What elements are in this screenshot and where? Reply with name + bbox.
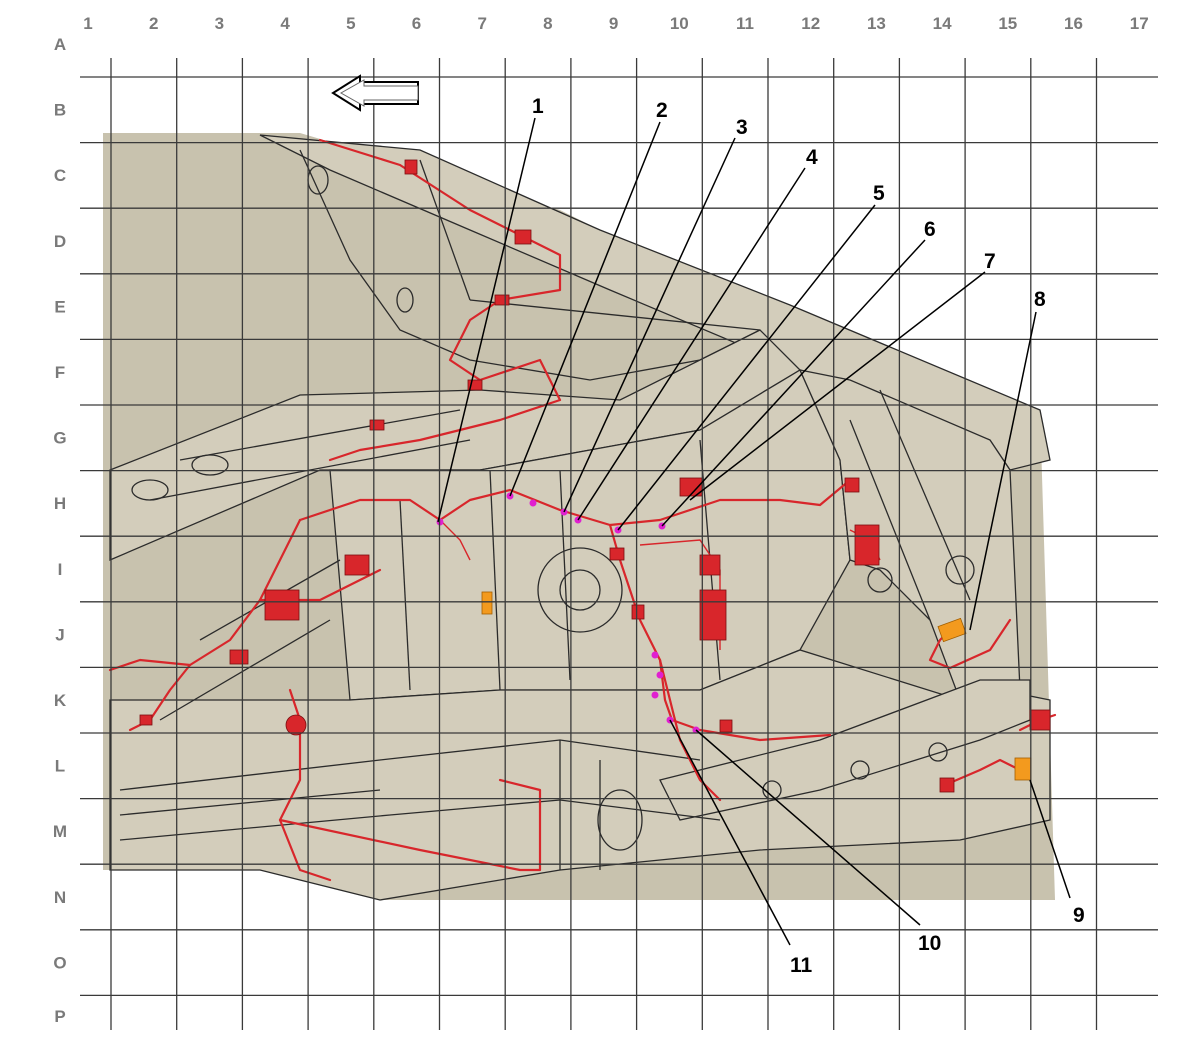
grid-column-label: 15 [998, 14, 1017, 33]
callout-7: 7 [984, 250, 996, 273]
grid-row-label: O [53, 953, 66, 972]
grid-column-label: 3 [215, 14, 224, 33]
grid-row-label: M [53, 822, 67, 841]
highlighted-components [481, 591, 1032, 781]
grid-column-label: 16 [1064, 14, 1083, 33]
callout-1: 1 [532, 95, 544, 118]
callout-4: 4 [806, 146, 818, 169]
callout-9: 9 [1073, 904, 1085, 927]
reference-grid [80, 58, 1158, 1030]
grid-row-label: E [54, 297, 65, 316]
grid-row-label: B [54, 101, 66, 120]
grid-row-label: P [54, 1007, 65, 1026]
grid-row-label: D [54, 232, 66, 251]
grid-row-label: J [55, 625, 64, 644]
callout-8: 8 [1034, 288, 1046, 311]
vehicle-rear-body [109, 134, 1051, 901]
callout-10: 10 [918, 932, 941, 955]
grid-row-label: C [54, 166, 66, 185]
grid-column-label: 12 [801, 14, 820, 33]
connectors [139, 159, 1051, 793]
grid-column-label: 11 [736, 14, 754, 33]
callout-leaders [437, 117, 1071, 946]
grid-row-label: K [54, 691, 67, 710]
callout-3: 3 [736, 116, 748, 139]
grid-column-label: 4 [280, 14, 290, 33]
grid-row-label: I [58, 560, 63, 579]
grid-column-label: 1 [83, 14, 92, 33]
callout-2: 2 [656, 99, 668, 122]
grid-row-label: H [54, 494, 66, 513]
arrow-left-icon [331, 74, 419, 112]
grid-row-labels: A B C D E F G H I J K L M N O P [53, 35, 67, 1026]
grid-column-label: 5 [346, 14, 355, 33]
grid-row-label: F [55, 363, 65, 382]
grid-row-label: L [55, 757, 65, 776]
grid-column-label: 14 [933, 14, 952, 33]
callout-11: 11 [790, 954, 813, 977]
grid-column-label: 17 [1130, 14, 1149, 33]
grid-column-label: 13 [867, 14, 886, 33]
grid-row-label: A [54, 35, 66, 54]
callout-5: 5 [873, 182, 885, 205]
grid-column-label: 10 [670, 14, 689, 33]
grid-column-label: 2 [149, 14, 158, 33]
grid-row-label: N [54, 888, 66, 907]
grid-column-label: 8 [543, 14, 552, 33]
callout-6: 6 [924, 218, 936, 241]
grid-column-label: 7 [477, 14, 486, 33]
grid-column-label: 6 [412, 14, 421, 33]
grid-row-label: G [53, 429, 66, 448]
grid-column-label: 9 [609, 14, 618, 33]
callout-numbers: 1 2 3 4 5 6 7 8 9 10 11 [532, 95, 1085, 977]
